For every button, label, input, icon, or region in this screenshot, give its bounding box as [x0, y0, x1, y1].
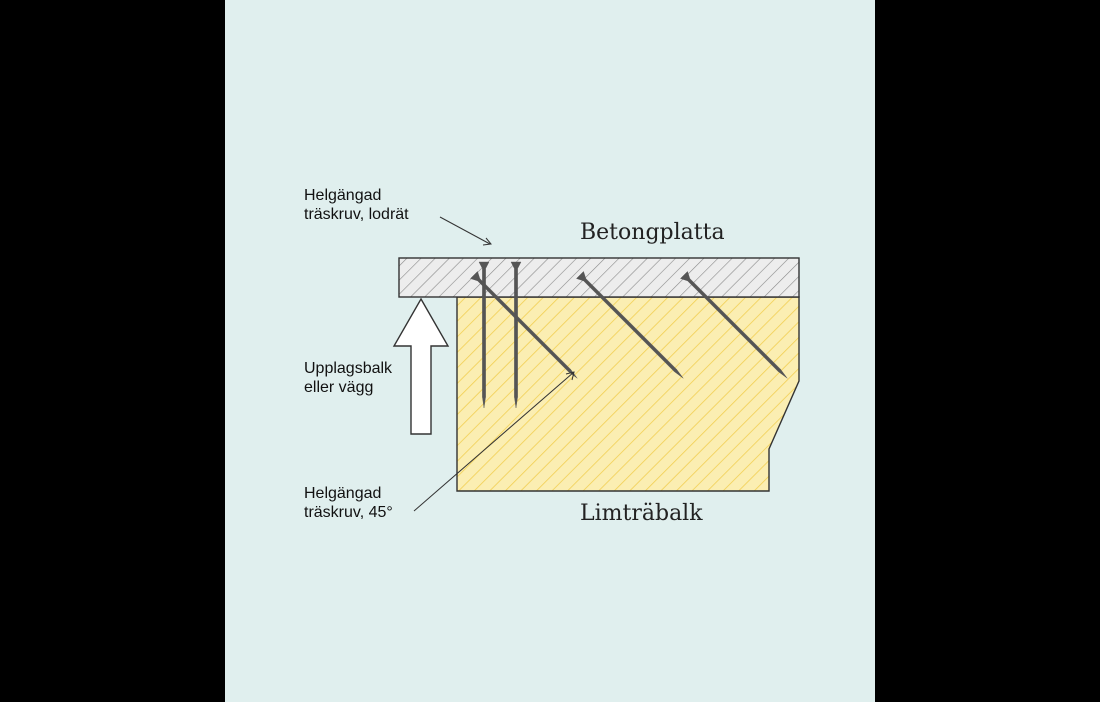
leader-line-vertical-screw — [439, 216, 491, 245]
label-vertical-screw-line2: träskruv, lodrät — [304, 206, 409, 223]
label-support-line1: Upplagsbalk — [304, 360, 393, 377]
glulam-beam — [456, 296, 800, 492]
concrete-slab — [398, 257, 800, 298]
label-support-line2: eller vägg — [304, 379, 373, 396]
label-beam: Limträbalk — [580, 501, 703, 526]
leader-arrowhead-angled-screw — [565, 371, 575, 381]
label-vertical-screw-line1: Helgängad — [304, 187, 381, 204]
label-angled-screw-line1: Helgängad — [304, 485, 381, 502]
leader-line-angled-screw — [413, 371, 575, 512]
up-arrow-icon — [392, 297, 450, 435]
side-bar-right — [875, 0, 1100, 702]
label-slab: Betongplatta — [580, 220, 725, 245]
side-bar-left — [0, 0, 225, 702]
leader-arrowhead-vertical-screw — [482, 237, 492, 246]
label-angled-screw-line2: träskruv, 45° — [304, 504, 393, 521]
